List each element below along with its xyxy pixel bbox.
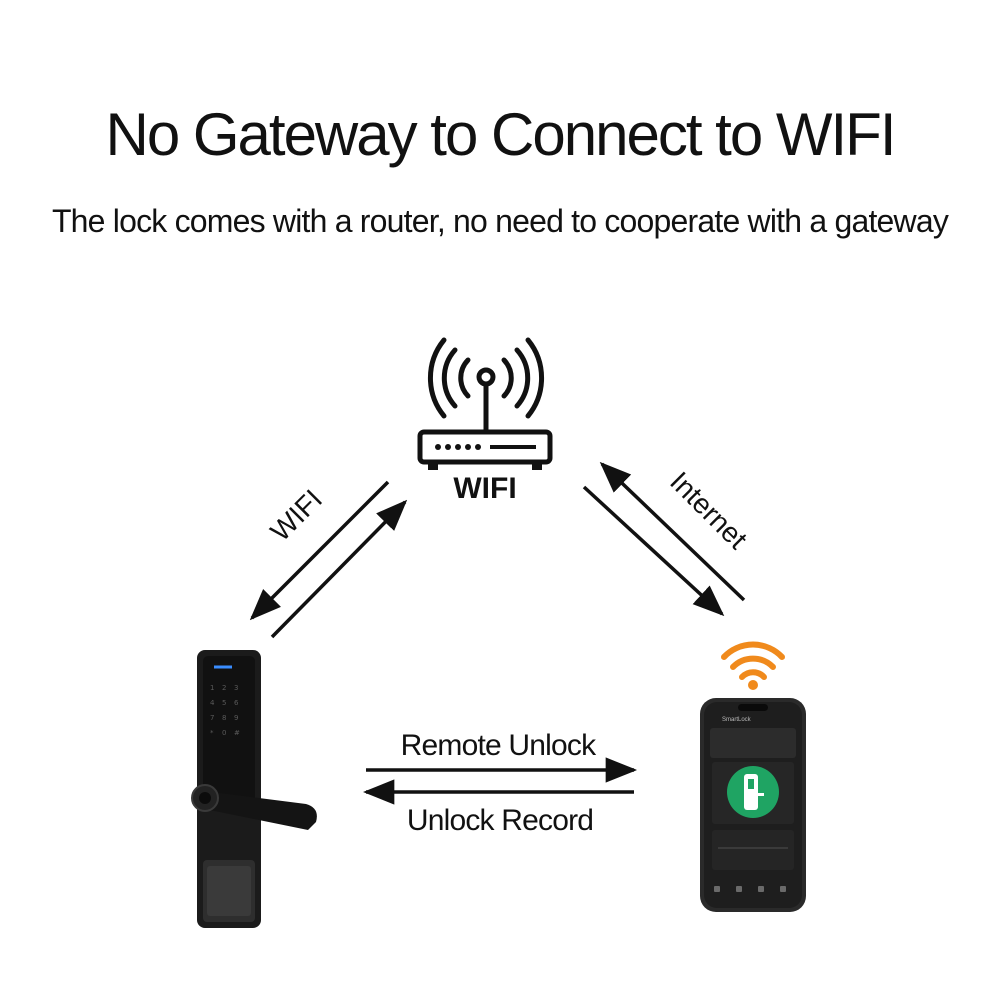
svg-text:#: #: [234, 729, 240, 737]
remote-unlock-label: Remote Unlock: [401, 729, 597, 762]
svg-text:*: *: [210, 729, 214, 737]
svg-text:7: 7: [210, 714, 214, 722]
page-title: No Gateway to Connect to WIFI: [105, 101, 896, 168]
right-link-label: Internet: [664, 466, 753, 555]
unlock-record-label: Unlock Record: [407, 804, 593, 837]
svg-text:2: 2: [222, 684, 226, 692]
svg-text:6: 6: [234, 699, 239, 707]
page-subtitle: The lock comes with a router, no need to…: [51, 203, 949, 239]
svg-text:0: 0: [222, 729, 226, 737]
svg-text:3: 3: [234, 684, 238, 692]
router-label: WIFI: [453, 472, 516, 505]
router-icon: [417, 337, 553, 470]
left-link-arrows: [249, 480, 408, 639]
wifi-signal-icon: [721, 641, 785, 680]
left-link-label: WIFI: [264, 483, 328, 547]
svg-text:4: 4: [210, 699, 215, 707]
right-link-arrows: [582, 461, 746, 617]
svg-text:1: 1: [210, 684, 214, 692]
svg-text:5: 5: [222, 699, 226, 707]
phone-app-title: SmartLock: [722, 717, 752, 723]
svg-text:9: 9: [234, 714, 238, 722]
wifi-signal-dot: [748, 680, 758, 690]
smartphone-image: SmartLock: [700, 698, 806, 912]
bottom-link-arrows: [362, 757, 638, 805]
svg-text:8: 8: [222, 714, 226, 722]
